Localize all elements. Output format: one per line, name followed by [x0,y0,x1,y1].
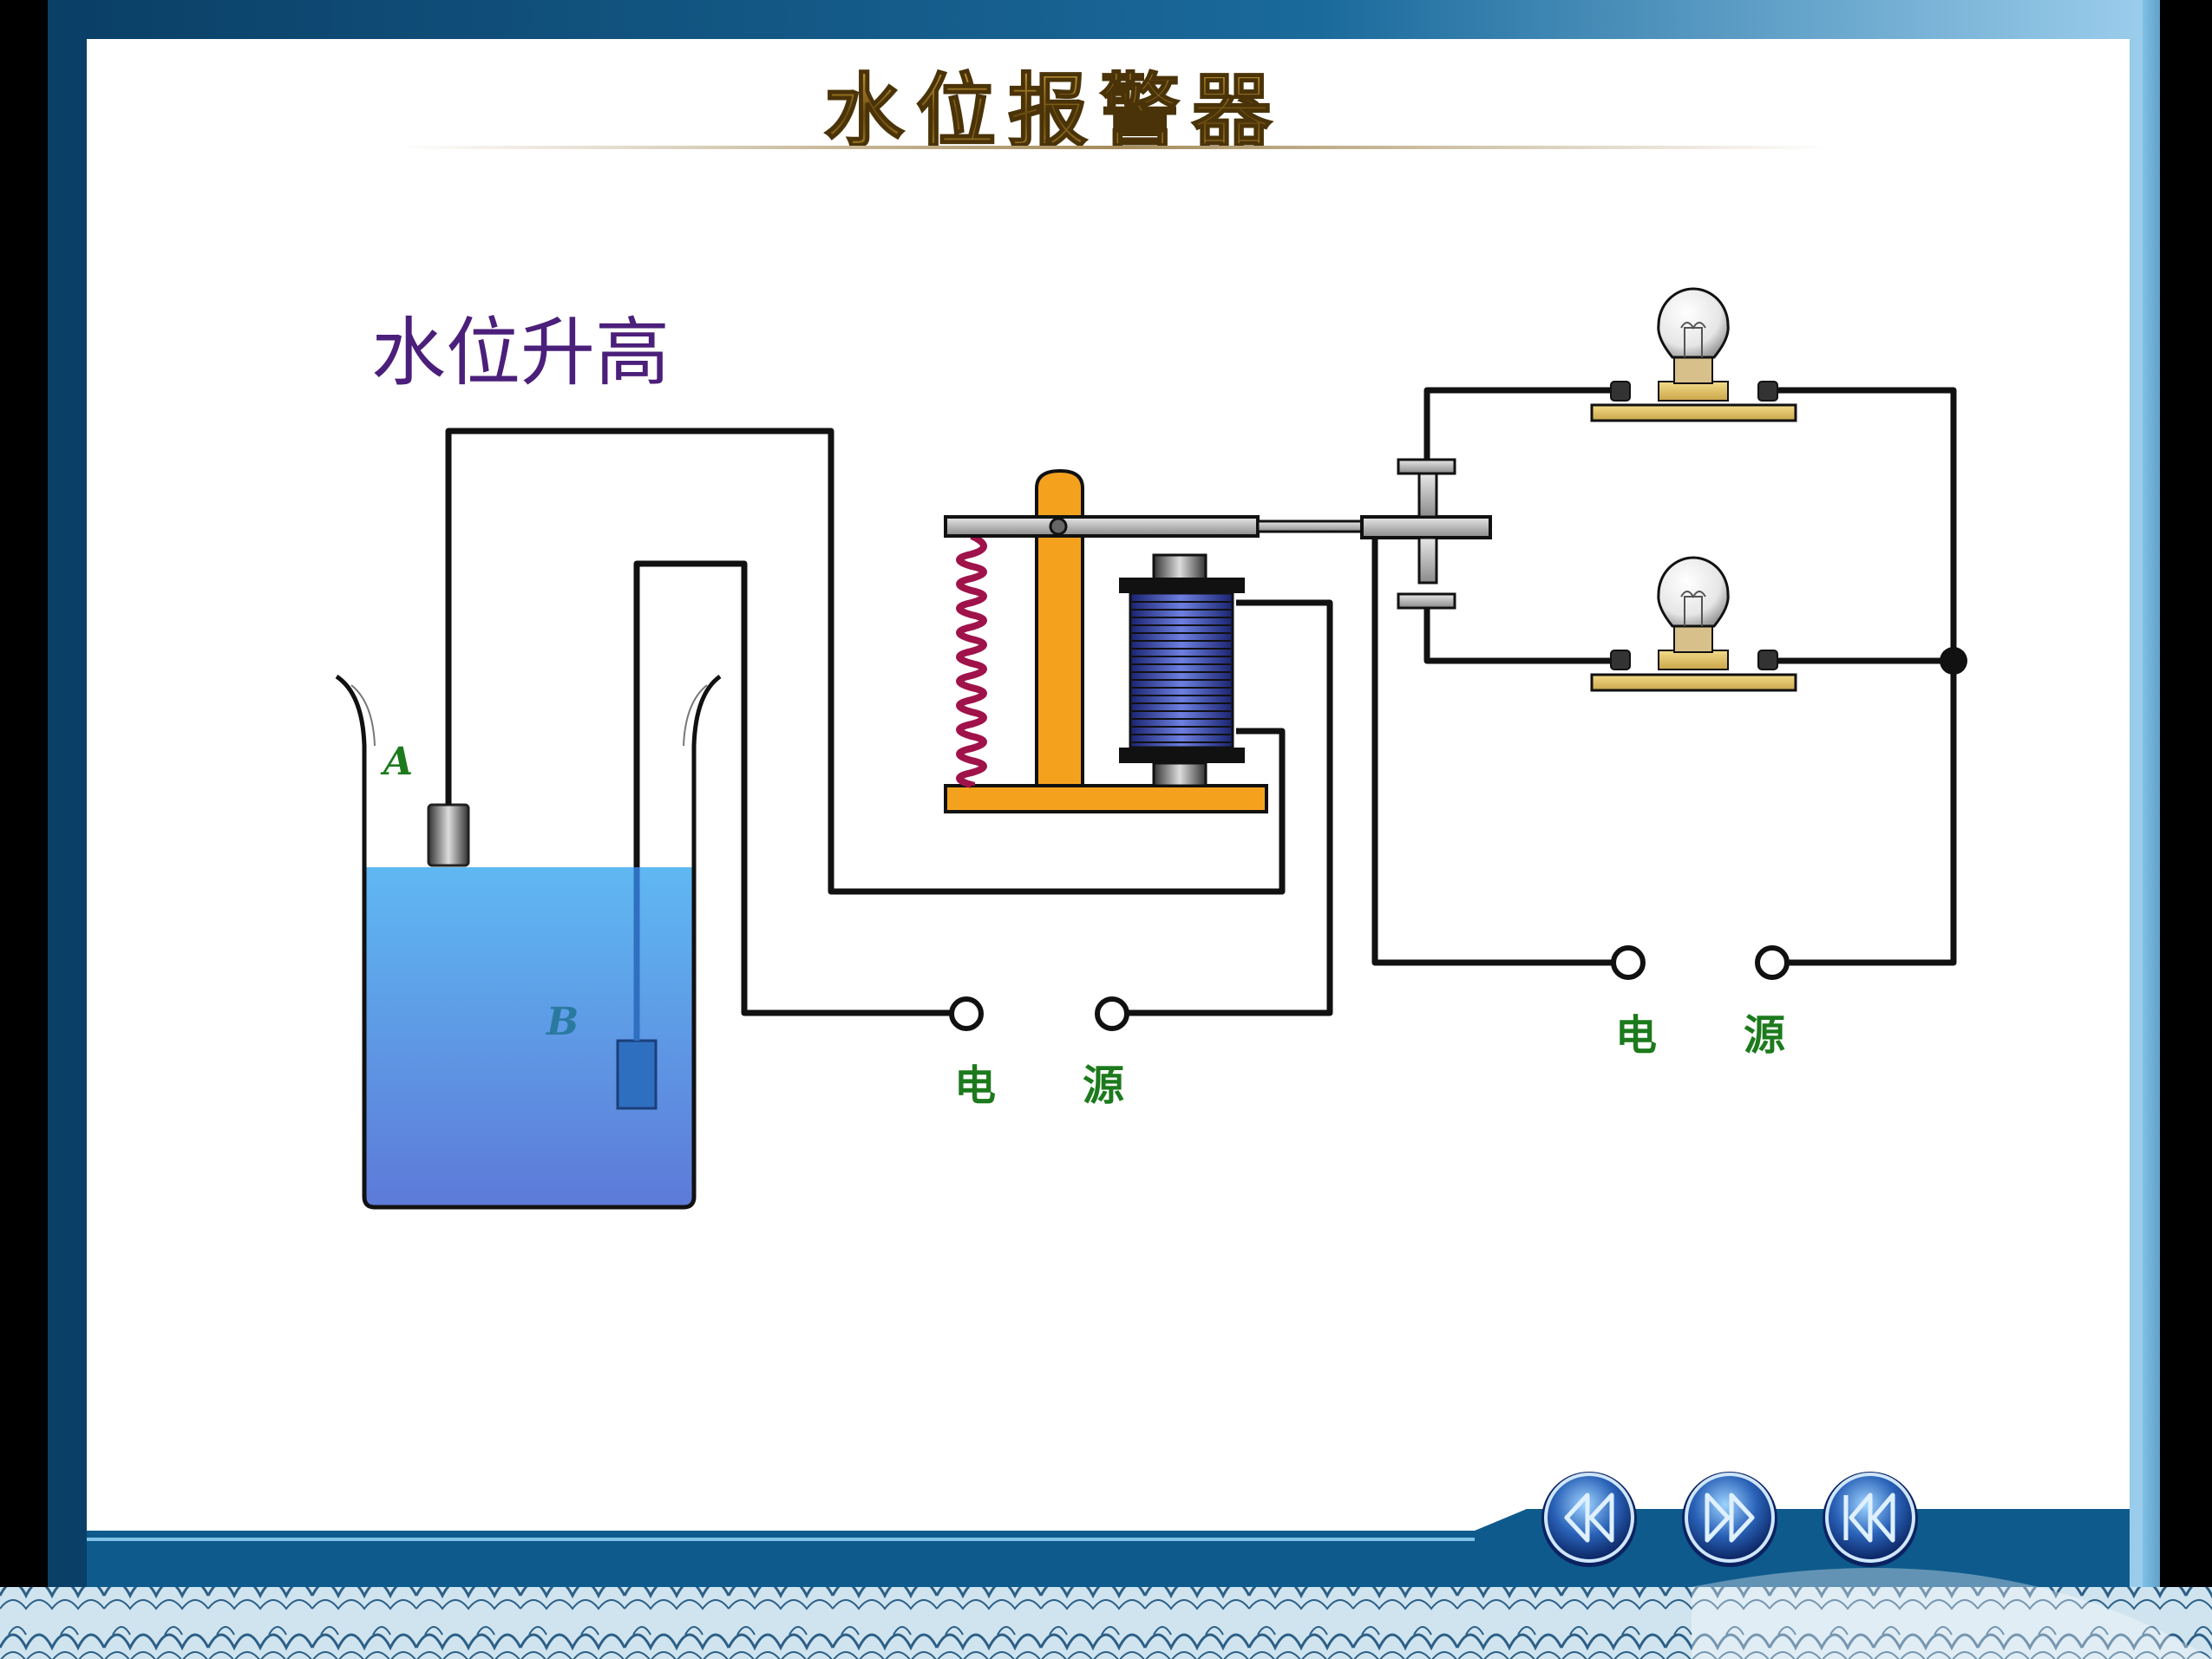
upper-contact [1397,458,1456,475]
relay-base [944,784,1268,813]
relay-post [1035,468,1084,787]
power-terminal-right-2 [1755,945,1790,980]
bulb-icon [1657,556,1730,628]
power-terminal-left-2 [1095,996,1129,1031]
water-level-status: 水位升高 [371,310,670,396]
relay [944,468,1492,813]
power-label-left-1: 电 [954,1061,996,1110]
power-label-right-2: 源 [1744,1011,1785,1060]
bulb-icon [1657,287,1730,359]
first-slide-button[interactable] [1823,1472,1918,1567]
skip-to-start-icon [1843,1492,1895,1543]
power-label-left-2: 源 [1083,1061,1124,1110]
electrode-b [616,1039,658,1110]
electrode-a-label: A [380,740,413,784]
junction-node [1940,647,1967,675]
relay-contacts [1397,458,1456,610]
power-terminal-left-1 [949,996,984,1031]
rewind-icon [1564,1492,1614,1543]
control-circuit-wires [445,428,1333,1041]
relay-armature [944,515,1260,538]
relay-spring [956,532,987,788]
relay-contact-arm [1360,515,1492,539]
title-underline [399,146,1830,149]
water-container [335,674,722,1210]
beaker [335,674,722,1210]
electrode-b-label: B [545,1000,579,1044]
decorative-wave-border [0,1587,2212,1659]
power-terminal-right-1 [1611,945,1646,980]
slide-title: 水位报警器 [824,64,1284,158]
fast-forward-icon [1705,1492,1755,1543]
previous-button[interactable] [1541,1472,1637,1567]
next-button[interactable] [1682,1472,1777,1567]
coil-top-flange [1119,578,1245,593]
alarm-circuit-wires [1371,387,1957,966]
coil-bottom-flange [1119,748,1245,763]
coil [1129,591,1234,749]
lamp-bottom [1590,556,1797,692]
water [364,867,694,1207]
lamp-top [1590,287,1797,422]
coil-core-top [1152,553,1207,583]
lower-contact [1397,592,1456,610]
coil-core-bottom [1152,761,1207,787]
power-label-right-1: 电 [1615,1011,1657,1060]
electrode-a [427,803,470,867]
